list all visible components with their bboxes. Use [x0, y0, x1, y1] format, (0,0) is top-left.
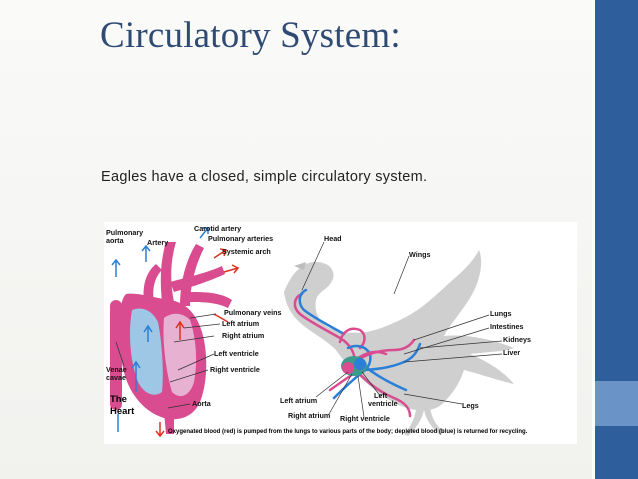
label-liver: Liver — [503, 349, 520, 357]
slide-body-text: Eagles have a closed, simple circulatory… — [101, 169, 427, 185]
label-pulmonary-aorta-2: aorta — [106, 237, 124, 245]
label-right-atrium: Right atrium — [222, 332, 264, 340]
label-bird-left-atrium: Left atrium — [280, 397, 317, 405]
label-pulmonary-veins: Pulmonary veins — [224, 309, 282, 317]
label-left-ventricle: Left ventricle — [214, 350, 259, 358]
label-bird-right-ventricle: Right ventricle — [340, 415, 390, 423]
diagram-graphics — [104, 222, 577, 444]
label-pulmonary-arteries: Pulmonary arteries — [208, 235, 273, 243]
label-systemic-arch: Systemic arch — [222, 248, 271, 256]
side-accent-block — [595, 381, 638, 426]
label-venae-cavae-2: cavae — [106, 374, 126, 382]
label-the-heart: The — [110, 394, 127, 405]
label-wings: Wings — [409, 251, 431, 259]
label-right-ventricle: Right ventricle — [210, 366, 260, 374]
label-the-heart-2: Heart — [110, 406, 134, 417]
label-legs: Legs — [462, 402, 479, 410]
label-carotid-artery: Carotid artery — [194, 225, 241, 233]
diagram-caption: Oxygenated blood (red) is pumped from th… — [168, 429, 527, 435]
label-head: Head — [324, 235, 342, 243]
label-artery: Artery — [147, 239, 168, 247]
label-bird-left-ventricle-2: ventricle — [368, 400, 398, 408]
circulatory-diagram: Pulmonary aorta Artery Carotid artery Pu… — [104, 222, 577, 444]
label-intestines: Intestines — [490, 323, 524, 331]
label-kidneys: Kidneys — [503, 336, 531, 344]
slide-title: Circulatory System: — [100, 14, 401, 57]
label-bird-right-atrium: Right atrium — [288, 412, 330, 420]
label-aorta: Aorta — [192, 400, 211, 408]
label-lungs: Lungs — [490, 310, 512, 318]
label-left-atrium: Left atrium — [222, 320, 259, 328]
